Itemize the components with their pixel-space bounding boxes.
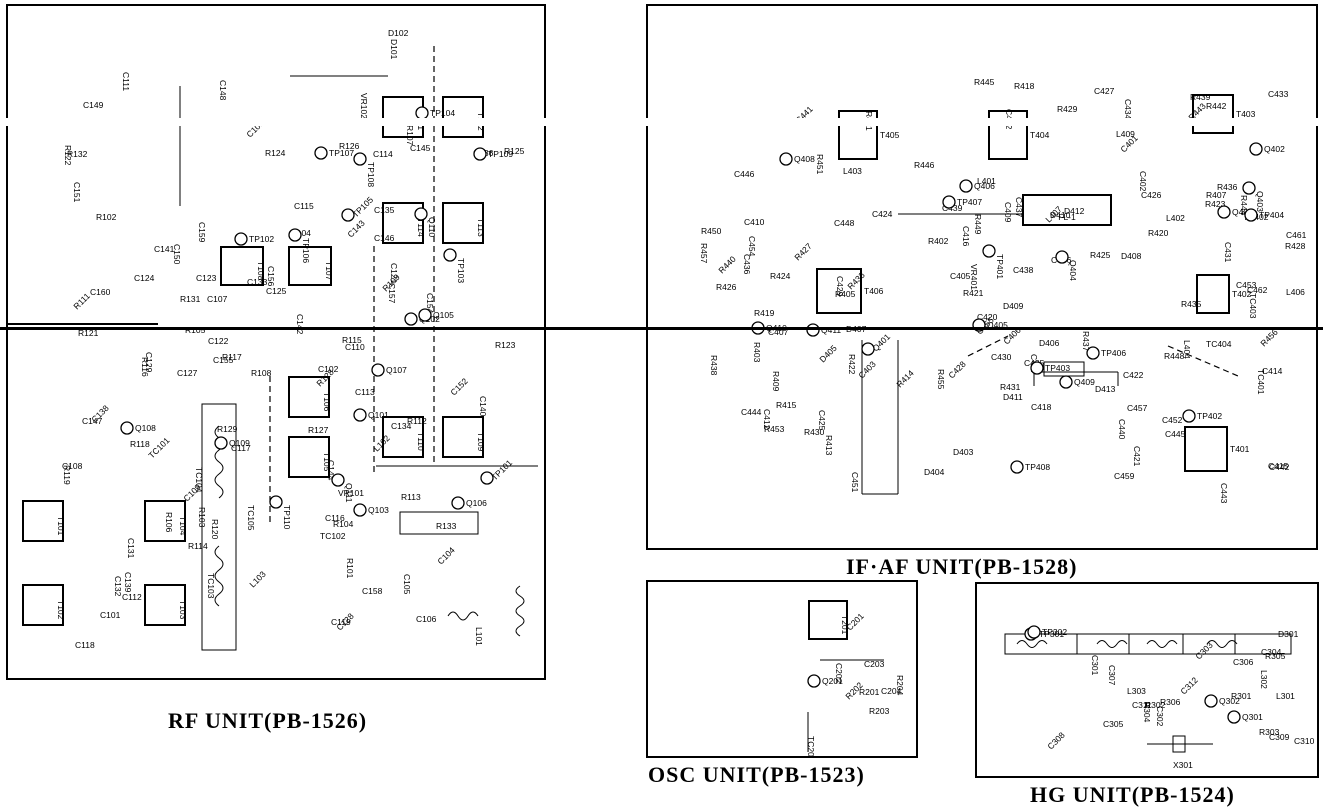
transformer-t105	[288, 436, 330, 478]
transformer-t103	[144, 584, 186, 626]
osc-unit-layout	[807, 659, 884, 752]
hg-unit-title: HG UNIT(PB-1524)	[1030, 782, 1235, 807]
transformer-label: T106	[322, 392, 332, 412]
transformer-label: T401	[1230, 444, 1250, 454]
transformer-t106	[288, 376, 330, 418]
ifaf-unit-title: IF·AF UNIT(PB-1528)	[846, 554, 1078, 579]
hg-filter-strip	[1004, 633, 1292, 655]
transformer-label: T113	[476, 218, 486, 237]
transformer-t406	[816, 268, 862, 314]
transformer-label: T101	[56, 516, 66, 536]
transformer-label: T114	[416, 218, 426, 237]
transformer-t401	[1184, 426, 1228, 472]
transformer-t104	[144, 500, 186, 542]
transformer-t402	[1196, 274, 1230, 314]
transformer-label: T102	[56, 600, 66, 620]
transformer-t109	[442, 416, 484, 458]
transformer-t112	[442, 96, 484, 138]
filter-label: FL-1	[1058, 212, 1076, 222]
transformer-label: T406	[864, 286, 884, 296]
transformer-label: T201	[840, 615, 850, 635]
transformer-label: T403	[1236, 109, 1256, 119]
transformer-label: T105	[322, 452, 332, 472]
transformer-label: T405	[880, 130, 900, 140]
transformer-label: T104	[178, 516, 188, 536]
transformer-label: T109	[476, 432, 486, 452]
transformer-t102	[22, 584, 64, 626]
transformer-label: T107	[324, 261, 334, 281]
transformer-t403	[1192, 94, 1234, 134]
transformer-label: T402	[1232, 289, 1252, 299]
transformer-label: T110	[416, 432, 426, 451]
transformer-label: T404	[1030, 130, 1050, 140]
transformer-t110	[382, 416, 424, 458]
filter-fl-1: FL-1	[1022, 194, 1112, 226]
transformer-label: T103	[178, 600, 188, 620]
transformer-t107	[288, 246, 332, 286]
transformer-t108	[220, 246, 264, 286]
rf-unit-title: RF UNIT(PB-1526)	[168, 708, 368, 733]
transformer-t101	[22, 500, 64, 542]
rf-unit-layout	[8, 46, 538, 651]
hg-unit-layout	[1004, 633, 1292, 753]
rf-unit-board: T108T107T114T113T106T110T105T109T111T112…	[6, 4, 546, 680]
scan-seam	[0, 327, 1323, 330]
osc-unit-title: OSC UNIT(PB-1523)	[648, 762, 865, 787]
scan-gap-top	[0, 118, 1323, 126]
rf-coil-strip	[201, 403, 237, 651]
transformer-t201	[808, 600, 848, 640]
transformer-t113	[442, 202, 484, 244]
transformer-label: T108	[256, 261, 266, 281]
